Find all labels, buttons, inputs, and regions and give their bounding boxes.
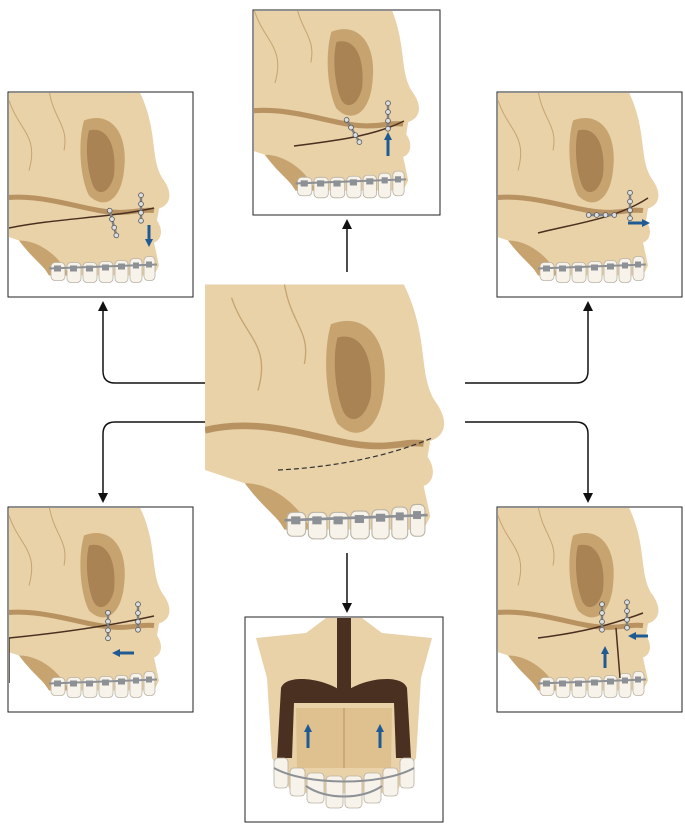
panel-palatal-expansion	[244, 616, 444, 823]
panel-inferior-repositioning	[7, 91, 194, 298]
connector-arrows	[98, 219, 593, 613]
panel-segmental-osteotomy	[496, 506, 683, 713]
panel-setback	[7, 506, 194, 713]
arrow-to-top-right	[465, 301, 593, 384]
panel-advancement	[496, 91, 683, 298]
panel-superior-repositioning	[252, 9, 441, 216]
arrow-to-top-left	[98, 301, 208, 384]
osteotomy-line	[277, 437, 433, 471]
arrow-to-bottom-right	[465, 421, 593, 503]
central-skull-illustration	[205, 285, 444, 539]
arrow-to-bottom-left	[98, 421, 208, 503]
